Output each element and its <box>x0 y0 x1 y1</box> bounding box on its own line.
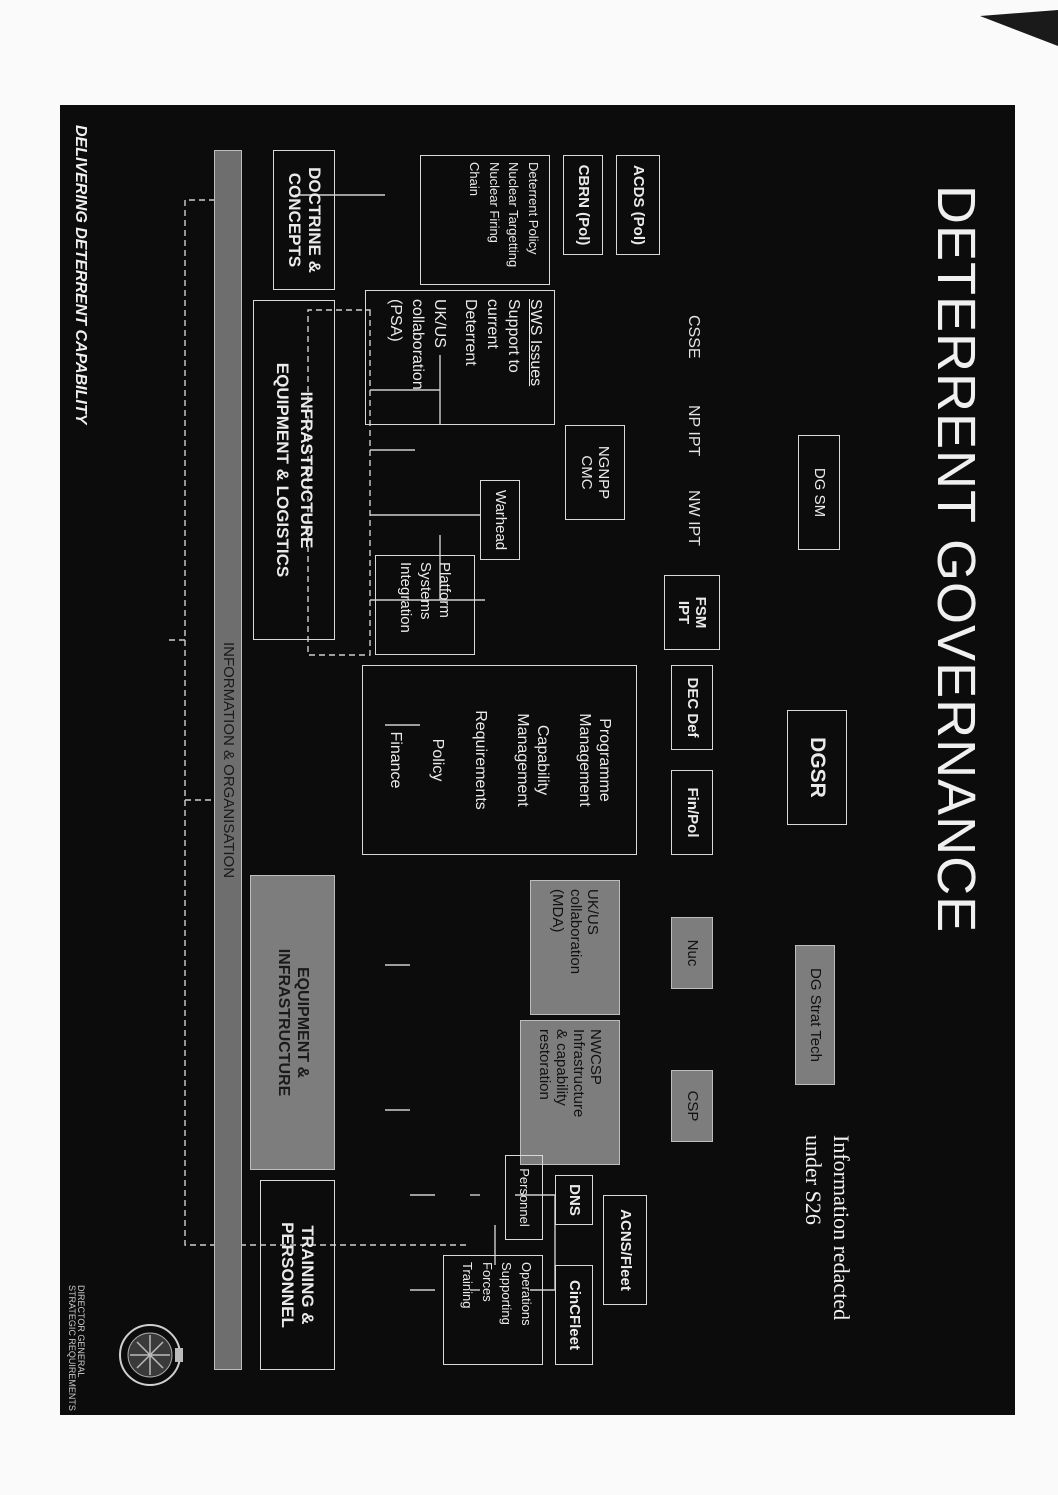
redaction-line: under S26 <box>801 1135 827 1225</box>
fleet-item: Operations <box>519 1262 534 1326</box>
dec-item: Policy <box>429 738 447 782</box>
nw-ipt-label: NW IPT <box>685 490 702 546</box>
dns-box: DNS <box>555 1175 593 1225</box>
org-chart: DETERRENT GOVERNANCE Information redacte… <box>60 105 1015 1415</box>
personnel-box: Personnel <box>505 1155 543 1240</box>
page-corner-fold <box>980 10 1058 46</box>
dec-item: Requirements <box>471 710 489 810</box>
nuc-box: Nuc <box>671 917 713 989</box>
dg-sm-box: DG SM <box>798 435 840 550</box>
acns-fleet-box: ACNS/Fleet <box>603 1195 647 1305</box>
slide: DETERRENT GOVERNANCE Information redacte… <box>60 105 1015 1415</box>
footer-text: DELIVERING DETERRENT CAPABILITY <box>72 125 89 425</box>
training-personnel-bar: TRAINING & PERSONNEL <box>260 1180 335 1370</box>
dec-item: Finance <box>387 731 405 789</box>
fleet-item: Supporting Forces <box>480 1262 515 1325</box>
dec-responsibilities-box: Programme Management Capability Manageme… <box>362 665 637 855</box>
deterrent-item: Nuclear Firing Chain <box>467 162 503 243</box>
fleet-functions-box: Operations Supporting Forces Training <box>443 1255 543 1365</box>
page-title: DETERRENT GOVERNANCE <box>926 185 986 934</box>
logo-caption: DIRECTOR GENERAL STRATEGIC REQUIREMENTS <box>66 1285 86 1411</box>
dec-item: Programme Management <box>575 713 613 807</box>
csp-box: CSP <box>671 1070 713 1142</box>
dec-item: Capability Management <box>513 713 551 807</box>
np-ipt-label: NP IPT <box>685 405 702 457</box>
cbrn-pol-box: CBRN (Pol) <box>563 155 603 255</box>
csse-label: CSSE <box>685 315 702 359</box>
connector-lines <box>165 194 556 1291</box>
fin-pol-box: Fin/Pol <box>671 770 713 855</box>
ukus-mda-box: UK/US collaboration (MDA) <box>530 880 620 1015</box>
platform-systems-box: Platform Systems Integration <box>375 555 475 655</box>
dec-def-box: DEC Def <box>671 665 713 750</box>
ngnpp-cmc-box: NGNPP CMC <box>565 425 625 520</box>
sws-issues-box: SWS Issues Support to current Deterrent … <box>365 290 555 425</box>
fsm-ipt-box: FSM IPT <box>664 575 720 650</box>
deterrent-item: Deterrent Policy <box>526 162 541 255</box>
cinc-fleet-box: CinCFleet <box>555 1265 593 1365</box>
deterrent-item: Nuclear Targetting <box>506 162 522 268</box>
infrastructure-equipment-bar: INFRASTRUCTURE EQUIPMENT & LOGISTICS <box>253 300 335 640</box>
warhead-box: Warhead <box>480 480 520 560</box>
doctrine-concepts-bar: DOCTRINE & CONCEPTS <box>273 150 335 290</box>
redaction-note: Information redacted under S26 <box>800 1135 855 1375</box>
governance-dashed-line <box>184 199 470 1246</box>
dgsr-box: DGSR <box>787 710 847 825</box>
deterrent-policy-box: Deterrent Policy Nuclear Targetting Nucl… <box>420 155 550 285</box>
redaction-line: Information redacted <box>829 1135 854 1321</box>
equipment-infrastructure-bar: EQUIPMENT & INFRASTRUCTURE <box>250 875 335 1170</box>
fleet-item: Training <box>460 1262 476 1309</box>
information-organisation-bar: INFORMATION & ORGANISATION <box>214 150 242 1370</box>
nwcsp-box: NWCSP Infrastructure & capability restor… <box>520 1020 620 1165</box>
crest-logo-icon <box>119 1324 183 1386</box>
acds-pol-box: ACDS (Pol) <box>616 155 660 255</box>
dg-strat-tech-box: DG Strat Tech <box>795 945 835 1085</box>
